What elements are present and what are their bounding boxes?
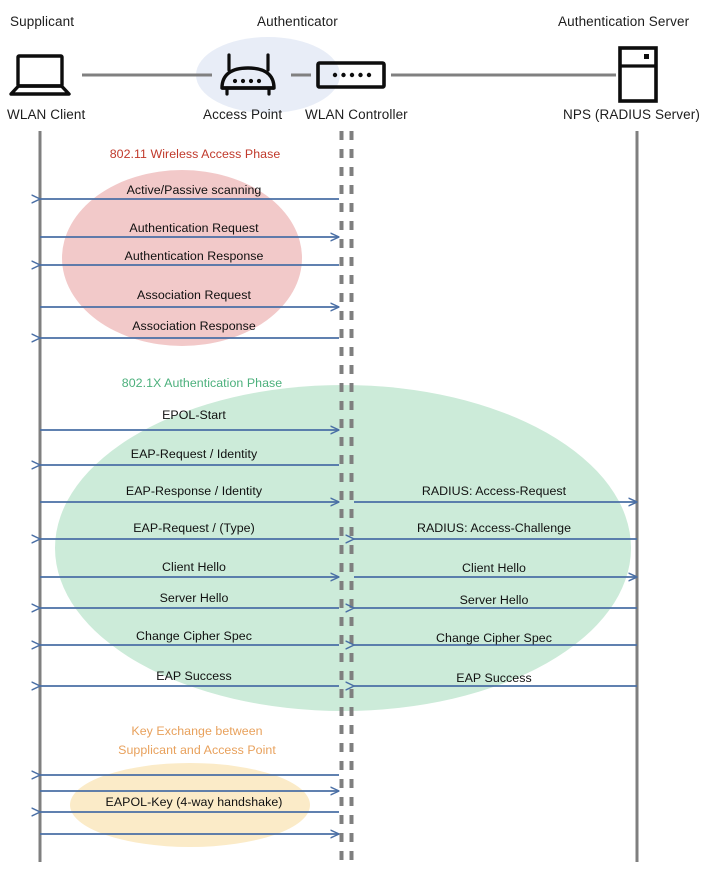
message-label-left-9: Client Hello: [162, 560, 226, 574]
node-label-nps-radius-server: NPS (RADIUS Server): [563, 107, 700, 122]
phase-region-key-exchange: [70, 763, 310, 847]
column-title-supplicant: Supplicant: [10, 14, 75, 29]
column-title-auth-server: Authentication Server: [558, 14, 690, 29]
message-label-left-6: EAP-Request / Identity: [130, 447, 258, 461]
phase-label-line-2: Supplicant and Access Point: [118, 742, 276, 757]
message-label-left-15: EAPOL-Key (4-way handshake): [105, 795, 283, 809]
wlan-controller-icon: [316, 61, 386, 89]
lifelines: [38, 131, 639, 862]
message-arrows-right: [354, 502, 637, 686]
phase-region-wireless-access: [62, 170, 302, 346]
message-label-right-5: EAP Success: [456, 671, 532, 685]
message-label-right-2: Client Hello: [462, 561, 526, 575]
message-arrows-left: [40, 199, 339, 834]
message-label-right-1: RADIUS: Access-Challenge: [416, 521, 572, 535]
message-label-left-4: Association Response: [132, 319, 256, 333]
message-label-left-8: EAP-Request / (Type): [133, 521, 255, 535]
message-label-left-12: EAP Success: [156, 669, 232, 683]
message-label-left-2: Authentication Response: [124, 249, 264, 263]
message-label-right-0: RADIUS: Access-Request: [421, 484, 567, 498]
access-point-icon: [220, 53, 276, 96]
node-label-wlan-controller: WLAN Controller: [305, 107, 408, 122]
message-label-right-4: Change Cipher Spec: [436, 631, 552, 645]
column-title-authenticator: Authenticator: [257, 14, 338, 29]
node-label-wlan-client: WLAN Client: [7, 107, 86, 122]
message-label-left-7: EAP-Response / Identity: [125, 484, 263, 498]
node-label-access-point: Access Point: [203, 107, 283, 122]
message-label-left-11: Change Cipher Spec: [136, 629, 252, 643]
message-label-left-5: EPOL-Start: [162, 408, 226, 422]
phase-label-line-1: Key Exchange between: [131, 724, 263, 738]
server-icon: [618, 46, 658, 103]
message-label-left-3: Association Request: [137, 288, 251, 302]
phase-label-wireless-access: 802.11 Wireless Access Phase: [109, 147, 281, 161]
message-label-right-3: Server Hello: [459, 593, 529, 607]
message-label-left-0: Active/Passive scanning: [126, 183, 262, 197]
laptop-icon: [9, 54, 71, 96]
message-label-left-1: Authentication Request: [129, 221, 259, 235]
message-label-left-10: Server Hello: [159, 591, 229, 605]
phase-label-dot1x-auth: 802.1X Authentication Phase: [121, 376, 283, 390]
